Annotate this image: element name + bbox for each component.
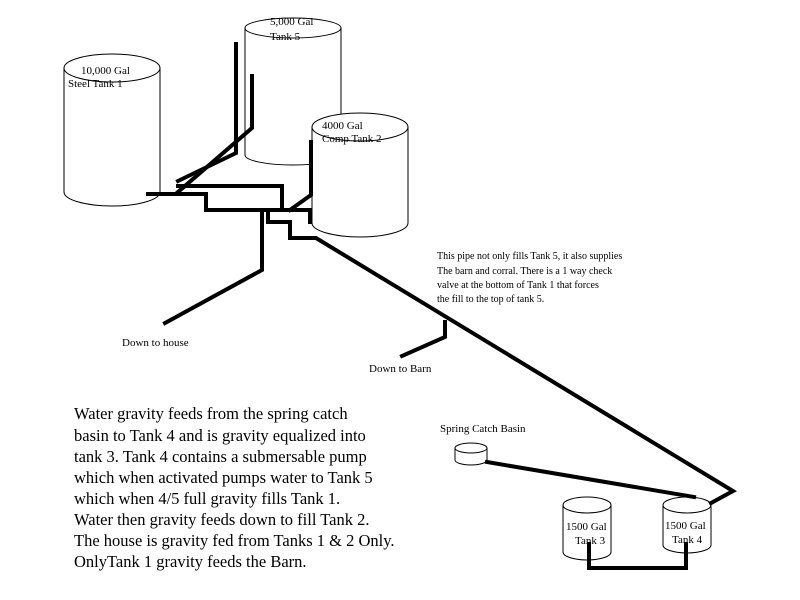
pipe-note-line: This pipe not only fills Tank 5, it also… xyxy=(437,251,622,262)
pipe-to-barn xyxy=(399,320,447,359)
tank2-capacity: 4000 Gal xyxy=(322,120,363,132)
tank-3 xyxy=(562,496,612,561)
description-line: Water then gravity feeds down to fill Ta… xyxy=(74,510,370,529)
tank3-name: Tank 3 xyxy=(575,535,606,547)
label-down-to-barn: Down to Barn xyxy=(369,363,432,375)
pipe-note-line: the fill to the top of tank 5. xyxy=(437,294,544,305)
description-line: tank 3. Tank 4 contains a submersable pu… xyxy=(74,447,367,466)
tank-1 xyxy=(63,53,161,207)
pipe-tank2-top xyxy=(287,140,313,213)
description-line: Water gravity feeds from the spring catc… xyxy=(74,404,348,423)
tank5-capacity: 5,000 Gal xyxy=(270,16,313,28)
tank-4 xyxy=(662,496,712,554)
description-line: The house is gravity fed from Tanks 1 & … xyxy=(74,531,395,550)
tank2-name: Comp Tank 2 xyxy=(322,133,382,145)
label-spring-catch-basin: Spring Catch Basin xyxy=(440,423,526,435)
description-line: which when 4/5 full gravity fills Tank 1… xyxy=(74,489,340,508)
pipe-manifold-upper xyxy=(176,184,284,212)
description-line: OnlyTank 1 gravity feeds the Barn. xyxy=(74,552,307,571)
tank-2 xyxy=(311,112,409,238)
pipe-tank5-riser-mid xyxy=(175,74,254,195)
tank1-name: Steel Tank 1 xyxy=(68,78,123,90)
pipe-note-line: The barn and corral. There is a 1 way ch… xyxy=(437,266,612,277)
pipe-tank1-feed xyxy=(266,208,292,224)
description: Water gravity feeds from the spring catc… xyxy=(74,404,395,571)
pipe-basin-to-tank4 xyxy=(484,459,697,500)
pipe-tank3-to-tank4 xyxy=(587,542,688,570)
spring-catch-basin xyxy=(454,442,488,466)
pipe-network xyxy=(146,42,738,570)
tank4-name: Tank 4 xyxy=(672,534,703,546)
tank4-capacity: 1500 Gal xyxy=(665,520,706,532)
pipe-note: This pipe not only fills Tank 5, it also… xyxy=(437,251,622,305)
pipe-note-line: valve at the bottom of Tank 1 that force… xyxy=(437,280,599,291)
tank5-name: Tank 5 xyxy=(270,31,301,43)
description-line: which when activated pumps water to Tank… xyxy=(74,468,373,487)
description-line: basin to Tank 4 and is gravity equalized… xyxy=(74,426,366,445)
pipe-to-house xyxy=(162,211,264,326)
tank1-capacity: 10,000 Gal xyxy=(81,65,130,77)
pipe-main-line xyxy=(288,220,738,506)
pipe-tank5-riser-left xyxy=(175,42,238,184)
tank3-capacity: 1500 Gal xyxy=(566,521,607,533)
label-down-to-house: Down to house xyxy=(122,337,189,349)
pipe-manifold-lower xyxy=(146,192,312,224)
